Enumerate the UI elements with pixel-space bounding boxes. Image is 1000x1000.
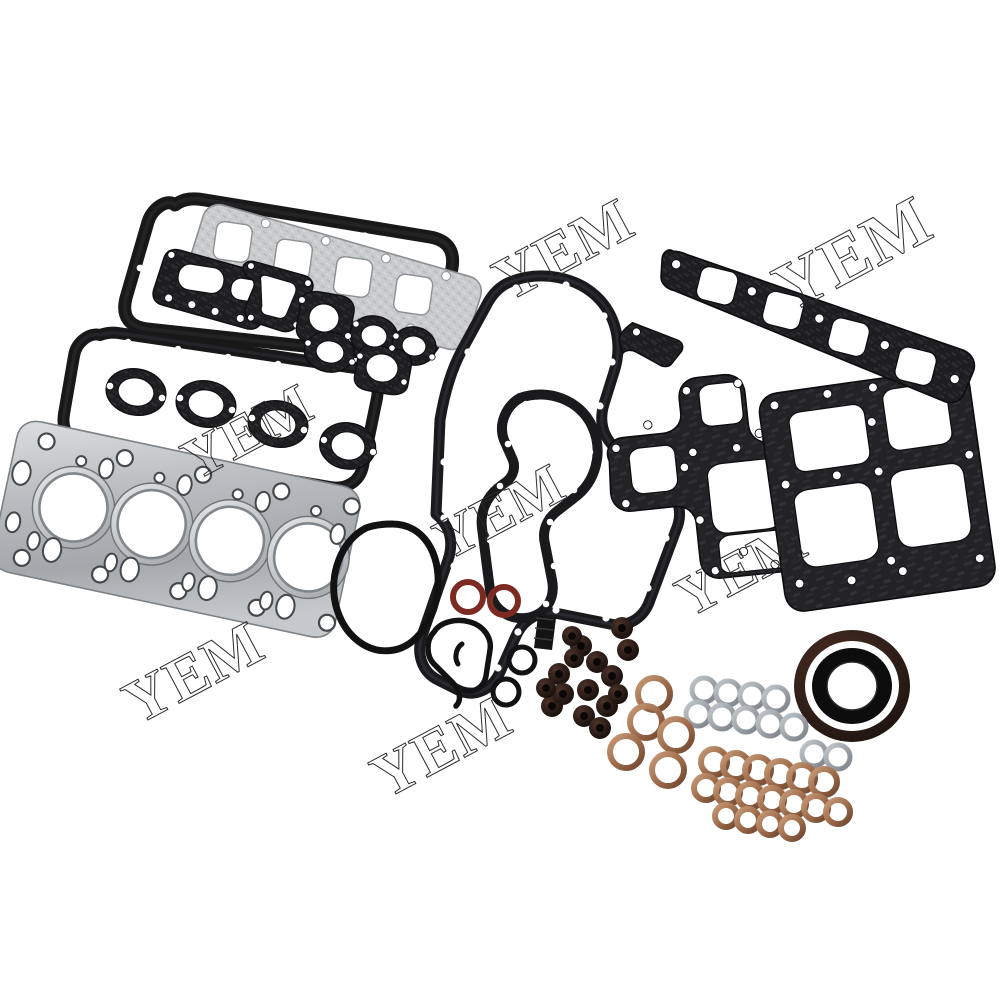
part-small-tab-gasket	[618, 321, 684, 368]
part-oil-pan-gasket	[57, 326, 384, 494]
part-valve-stem-seals	[536, 617, 639, 739]
part-steel-washers	[683, 675, 853, 772]
part-crank-rear-seal	[794, 630, 910, 742]
part-red-orings	[450, 579, 521, 618]
part-large-oring	[330, 520, 442, 655]
part-black-orings	[490, 644, 538, 708]
part-water-pump-gasket	[476, 389, 603, 624]
part-rubber-seal-strip	[425, 617, 494, 709]
part-block-cover-gasket	[758, 367, 996, 612]
part-cylinder-head-gasket	[0, 420, 361, 638]
part-copper-washers	[607, 675, 853, 842]
part-small-gaskets-cluster	[105, 248, 437, 470]
part-rubber-spool	[533, 616, 556, 650]
part-exhaust-manifold-gasket	[660, 249, 976, 404]
